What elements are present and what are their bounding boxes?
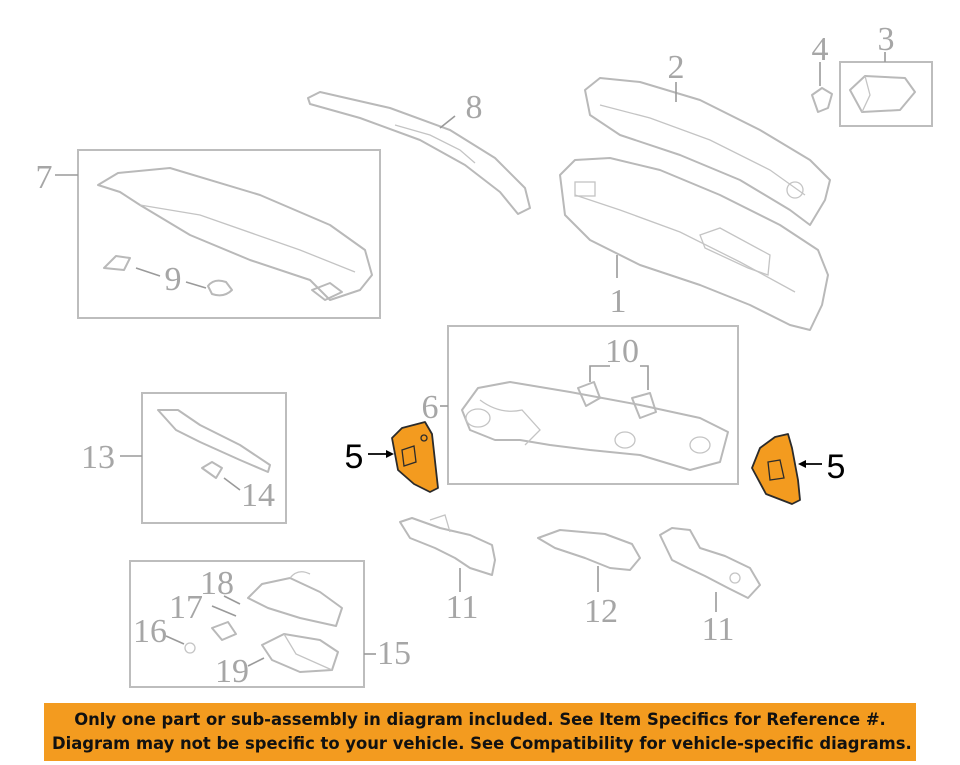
part-7-pad-corner: [311, 282, 343, 301]
part-4-clip: [811, 87, 833, 113]
part-6-box: [447, 325, 739, 485]
part-10-vent-b: [631, 392, 657, 419]
part-1-ip-carrier: [559, 157, 829, 331]
part-2-hole: [786, 181, 804, 199]
part-10-leader-a: [589, 365, 610, 382]
part-16-leader: [165, 635, 185, 645]
part-11-left-tab: [429, 514, 451, 533]
part-7-pad-edge: [139, 204, 356, 273]
part-8-slots: [394, 124, 476, 164]
part-9-leader-b: [185, 281, 207, 289]
callout-11-left: 11: [446, 589, 479, 626]
part-7-group: [55, 149, 381, 319]
part-13-box: [141, 392, 287, 524]
part-18-lamp-wire: [289, 571, 311, 579]
part-10-leader-b: [640, 365, 649, 390]
notice-line-1: Only one part or sub-assembly in diagram…: [74, 710, 886, 729]
part-6-gauge-cluster: [479, 399, 541, 446]
part-3-edge: [861, 75, 871, 113]
callout-18: 18: [200, 565, 234, 602]
part-16-bulb: [184, 642, 196, 654]
part-18-glove-box-door: [247, 577, 343, 627]
part-3-4-group: [811, 52, 933, 127]
callout-2: 2: [668, 49, 685, 86]
callout-labels: 1 2 3 4 5 5 6 7 8 9 10 11 11 12 13 14 15…: [36, 21, 895, 690]
callout-5-right: 5: [827, 448, 846, 486]
part-17-socket: [211, 621, 237, 641]
part-6-group: [440, 325, 739, 485]
part-6-instrument-panel: [461, 381, 729, 471]
part-5-end-cap-right: [751, 433, 801, 505]
part-3-box: [839, 61, 933, 127]
part-9-clip-a: [103, 255, 131, 271]
part-6-vent-right: [689, 436, 711, 454]
part-5-arrow-right: [798, 460, 806, 468]
part-8-group: [307, 91, 531, 215]
part-13-group: [120, 392, 287, 524]
part-7-box: [77, 149, 381, 319]
part-19-bin-edge: [283, 633, 333, 671]
part-15-box: [129, 560, 365, 688]
callout-9: 9: [165, 261, 182, 298]
callout-15: 15: [377, 635, 411, 672]
part-6-vent-center: [614, 431, 636, 449]
callout-12: 12: [584, 593, 618, 630]
part-6-vent-left: [465, 408, 491, 428]
part-14-clip: [201, 461, 223, 479]
part-9-clip-b: [207, 279, 233, 297]
part-5-arrow-left: [386, 450, 394, 458]
part-2-reinforcement: [584, 77, 831, 226]
part-3-cover: [849, 75, 916, 113]
part-1-bracket: [574, 181, 596, 197]
part-12-group: [537, 529, 641, 592]
callout-10: 10: [605, 333, 639, 370]
part-1-vents: [699, 227, 771, 276]
part-1-contour-a: [574, 194, 796, 293]
notice-banner: Only one part or sub-assembly in diagram…: [44, 703, 916, 761]
part-5-left-hole: [420, 434, 428, 442]
callout-5-left: 5: [345, 438, 364, 476]
part-8-defrost-grille: [307, 91, 531, 215]
callout-7: 7: [36, 159, 53, 196]
part-9-leader-a: [135, 267, 161, 277]
part-15-group: [129, 560, 376, 688]
part-19-glove-box-bin: [261, 633, 339, 673]
callout-16: 16: [133, 613, 167, 650]
part-11-bracket-right: [659, 527, 761, 599]
callout-4: 4: [812, 31, 829, 68]
part-10-vent-a: [577, 381, 601, 407]
part-5-highlight-group: [368, 421, 822, 505]
part-14-leader: [223, 477, 241, 491]
part-12-knee-bolster: [537, 529, 641, 571]
callout-6: 6: [422, 389, 439, 426]
callout-3: 3: [878, 21, 895, 58]
callout-1: 1: [610, 283, 627, 320]
part-7-dash-pad: [97, 167, 373, 301]
part-8-leader: [439, 115, 456, 129]
part-11-left-group: [399, 514, 496, 592]
part-11-right-group: [659, 527, 761, 612]
part-2-group: [584, 77, 831, 226]
part-17-leader: [211, 605, 237, 617]
callout-13: 13: [81, 439, 115, 476]
part-5-right-detail: [767, 459, 785, 481]
callout-14: 14: [241, 477, 275, 514]
part-19-leader: [247, 657, 265, 667]
callout-17: 17: [169, 589, 203, 626]
notice-line-2: Diagram may not be specific to your vehi…: [52, 734, 912, 753]
part-13-side-trim: [157, 409, 271, 473]
part-11-right-hole: [729, 572, 741, 584]
part-18-leader: [223, 595, 241, 605]
callout-19: 19: [215, 653, 249, 690]
part-11-bracket-left: [399, 517, 496, 576]
part-2-rib: [599, 104, 806, 196]
part-1-group: [559, 157, 829, 331]
callout-11-right: 11: [702, 611, 735, 648]
part-5-left-detail: [401, 445, 417, 467]
callout-8: 8: [466, 89, 483, 126]
